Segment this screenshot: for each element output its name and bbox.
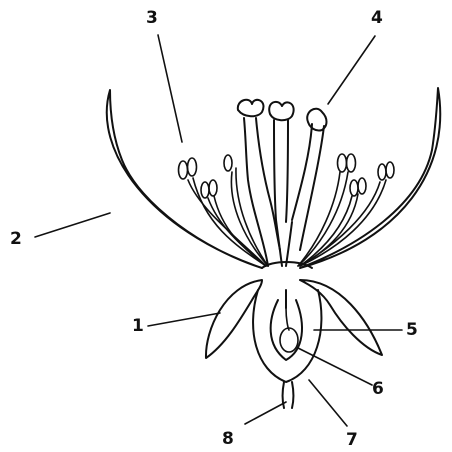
ovule bbox=[280, 328, 298, 352]
leader-8 bbox=[245, 402, 286, 424]
leader-4 bbox=[328, 36, 375, 104]
leader-2 bbox=[35, 213, 110, 237]
petal-right bbox=[300, 88, 440, 268]
label-2: 2 bbox=[10, 229, 22, 249]
anther bbox=[224, 155, 232, 171]
sepal-right bbox=[300, 280, 382, 355]
stamens-right bbox=[298, 154, 394, 266]
label-8: 8 bbox=[222, 429, 234, 449]
anther bbox=[347, 154, 356, 172]
anther bbox=[350, 180, 358, 196]
anther bbox=[338, 154, 347, 172]
label-1: 1 bbox=[132, 316, 144, 336]
anther bbox=[179, 161, 188, 179]
anther bbox=[386, 162, 394, 178]
label-4: 4 bbox=[371, 8, 383, 28]
pedicel bbox=[283, 382, 294, 408]
leader-7 bbox=[309, 380, 347, 426]
anther bbox=[201, 182, 209, 198]
central-column bbox=[238, 100, 327, 266]
ovary bbox=[253, 290, 321, 382]
label-5: 5 bbox=[406, 320, 418, 340]
label-7: 7 bbox=[346, 430, 358, 450]
label-3: 3 bbox=[146, 8, 158, 28]
anther bbox=[209, 180, 217, 196]
label-6: 6 bbox=[372, 379, 384, 399]
leader-1 bbox=[148, 313, 220, 326]
anther bbox=[188, 158, 197, 176]
leader-3 bbox=[158, 35, 182, 142]
anther bbox=[358, 178, 366, 194]
anther bbox=[378, 164, 386, 180]
